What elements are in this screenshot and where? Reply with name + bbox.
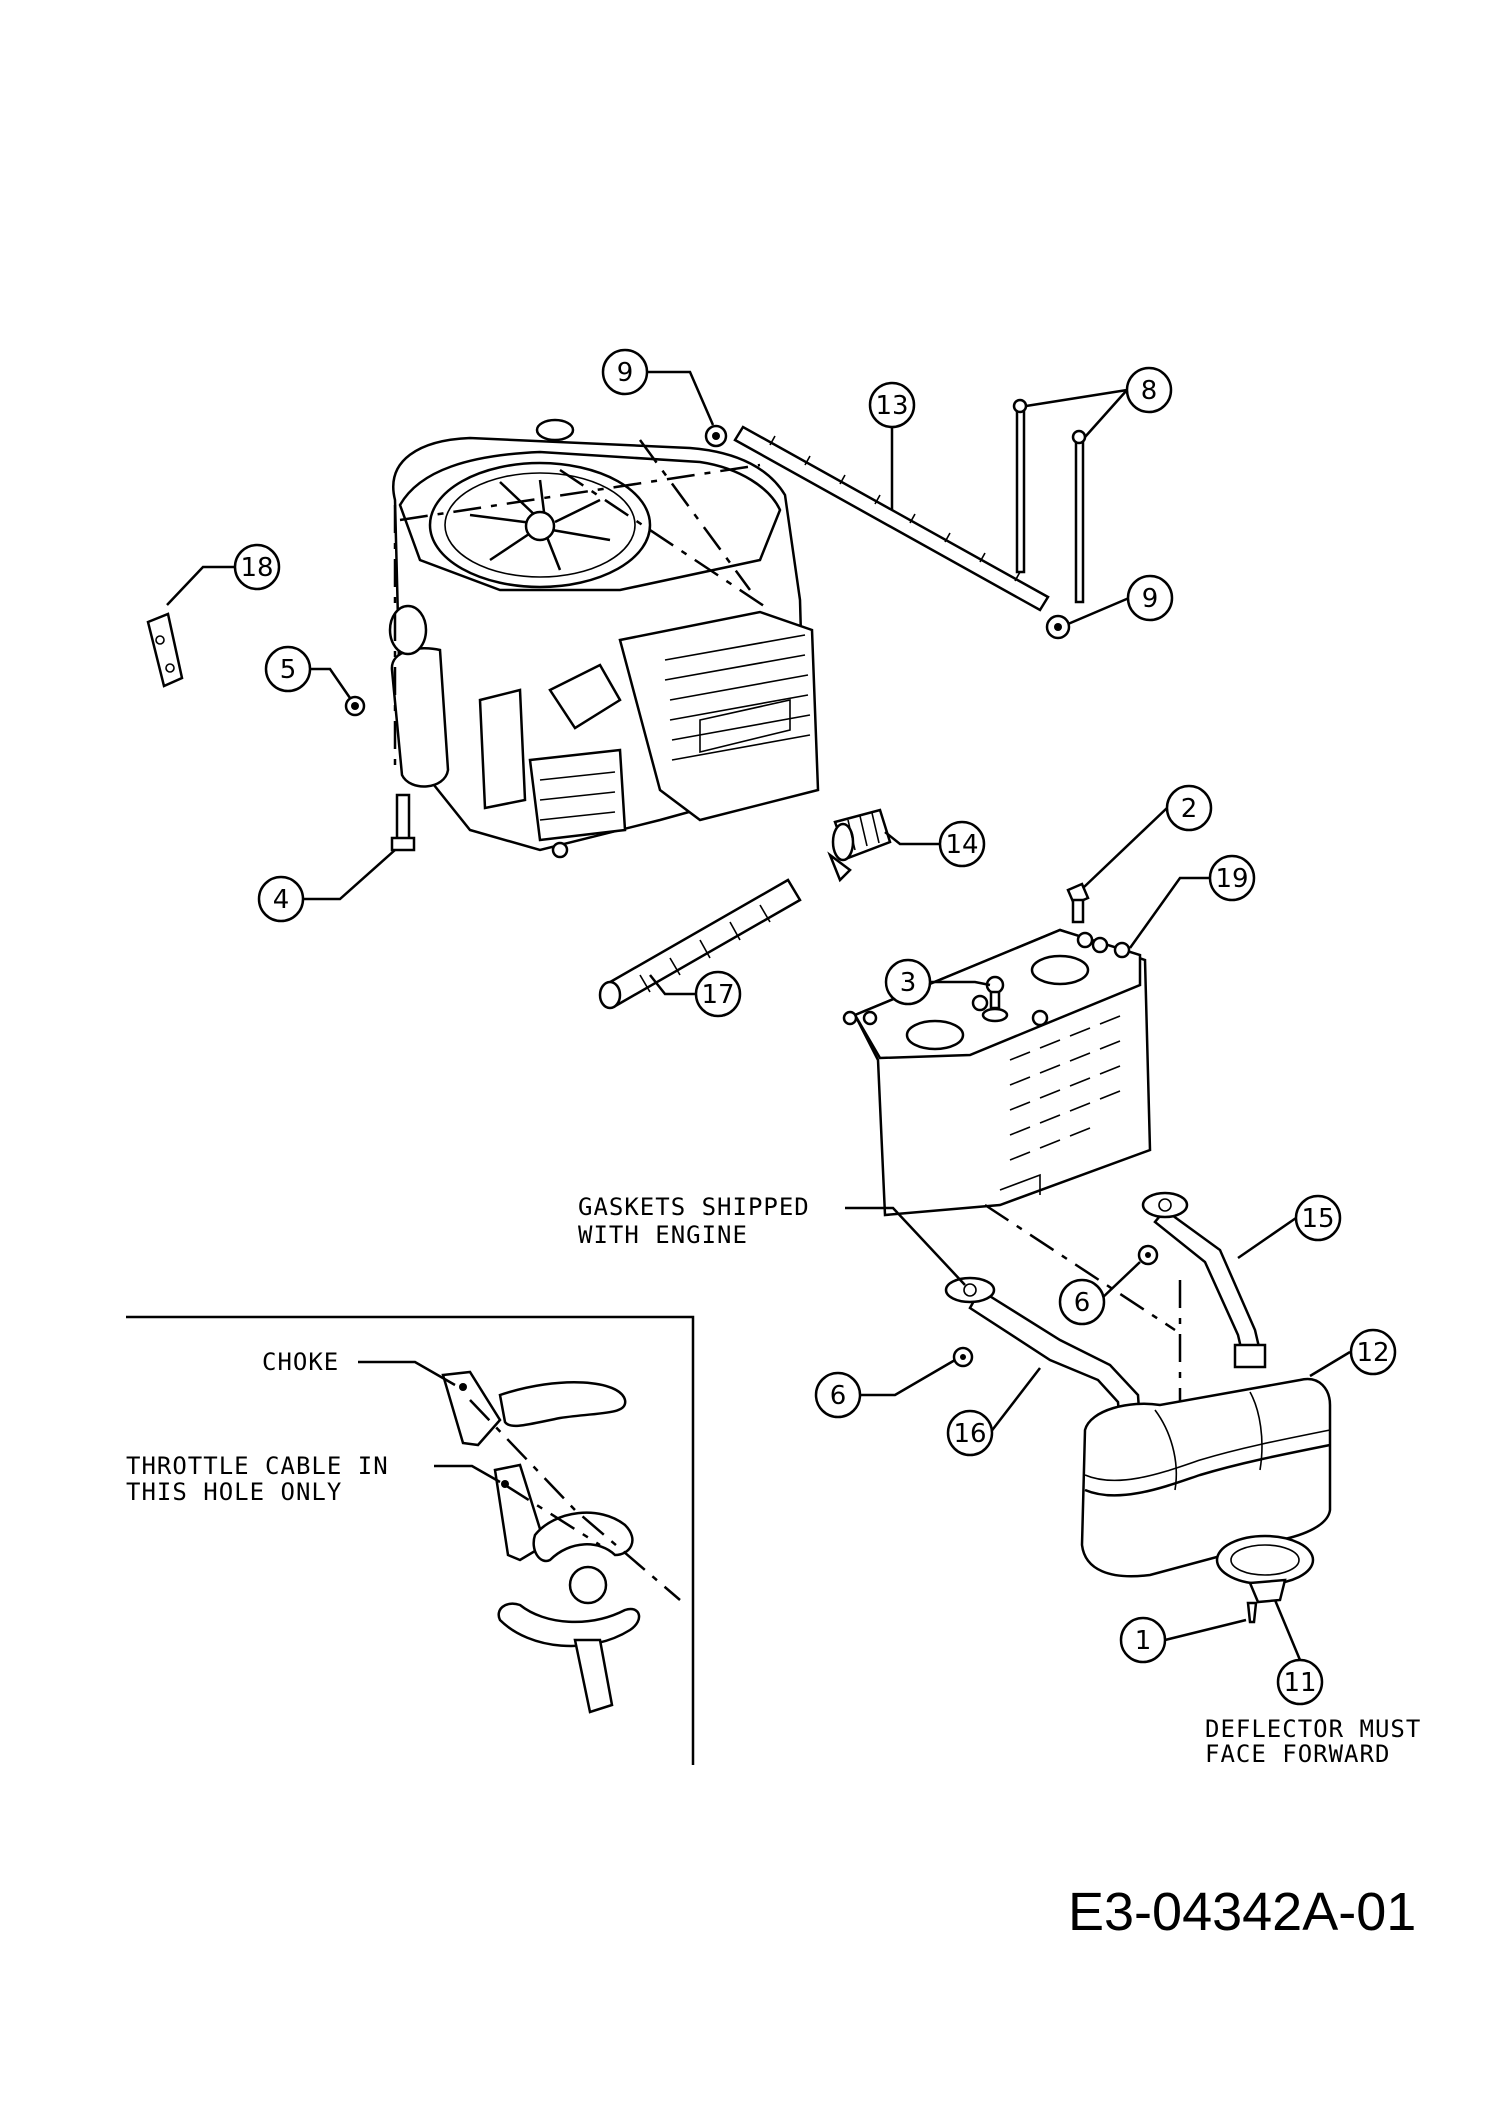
part-4-bolt bbox=[390, 793, 416, 852]
engine-illustration bbox=[388, 418, 820, 859]
part-9-nut-bottom bbox=[1045, 614, 1071, 640]
callout-9-bottom: 9 bbox=[1126, 574, 1174, 622]
drawing-number: E3-04342A-01 bbox=[1068, 1882, 1416, 1942]
part-8-studs bbox=[1012, 398, 1087, 604]
callout-18-label: 18 bbox=[240, 553, 273, 583]
callout-6-upper-label: 6 bbox=[1074, 1288, 1091, 1318]
callout-8: 8 bbox=[1125, 366, 1173, 414]
callout-13: 13 bbox=[868, 381, 916, 429]
throttle-note-line1: THROTTLE CABLE IN bbox=[126, 1452, 389, 1480]
choke-leader bbox=[358, 1360, 456, 1387]
part-2-bolt bbox=[1066, 882, 1090, 924]
alignment-line bbox=[984, 1203, 1176, 1332]
callout-3-label: 3 bbox=[900, 968, 917, 998]
callout-6-upper: 6 bbox=[1058, 1278, 1106, 1326]
part-13-rod bbox=[733, 425, 1050, 612]
inset-border bbox=[126, 1315, 695, 1765]
throttle-disk-hole bbox=[568, 1565, 608, 1605]
callout-12-label: 12 bbox=[1356, 1338, 1389, 1368]
callout-13-label: 13 bbox=[875, 391, 908, 421]
callout-15: 15 bbox=[1294, 1194, 1342, 1242]
callout-11: 11 bbox=[1276, 1658, 1324, 1706]
throttle-note-line2: THIS HOLE ONLY bbox=[126, 1478, 342, 1506]
callout-19: 19 bbox=[1208, 854, 1256, 902]
callout-15-label: 15 bbox=[1301, 1204, 1334, 1234]
callout-1-label: 1 bbox=[1135, 1626, 1152, 1656]
deflector-note-line2: FACE FORWARD bbox=[1205, 1740, 1390, 1768]
choke-lever bbox=[441, 1370, 502, 1447]
throttle-leader bbox=[434, 1464, 501, 1484]
part-14-clamp bbox=[827, 808, 892, 883]
callout-16: 16 bbox=[946, 1409, 994, 1457]
callout-6-lower: 6 bbox=[814, 1371, 862, 1419]
choke-label: CHOKE bbox=[262, 1348, 339, 1376]
callout-2: 2 bbox=[1165, 784, 1213, 832]
callout-1: 1 bbox=[1119, 1616, 1167, 1664]
part-18-bracket bbox=[146, 612, 184, 688]
callout-4: 4 bbox=[257, 875, 305, 923]
callout-9-top: 9 bbox=[601, 348, 649, 396]
callout-12: 12 bbox=[1349, 1328, 1397, 1376]
part-12-muffler bbox=[1080, 1377, 1332, 1578]
callout-leaders bbox=[166, 370, 1351, 1661]
callout-2-label: 2 bbox=[1181, 794, 1198, 824]
part-9-nut-top bbox=[704, 424, 728, 448]
callout-9-bottom-label: 9 bbox=[1142, 584, 1159, 614]
part-15-exhaust-pipe bbox=[1141, 1191, 1267, 1369]
deflector-note-line1: DEFLECTOR MUST bbox=[1205, 1715, 1421, 1743]
callout-19-label: 19 bbox=[1215, 864, 1248, 894]
throttle-lever bbox=[493, 1463, 547, 1562]
part-11-deflector bbox=[1215, 1534, 1315, 1604]
part-3-bolt bbox=[981, 975, 1009, 1023]
part-17-sleeve bbox=[598, 878, 802, 1010]
part-6-nut-upper bbox=[1137, 1244, 1159, 1266]
part-5-nut bbox=[344, 695, 366, 717]
callout-6-lower-label: 6 bbox=[830, 1381, 847, 1411]
callout-17: 17 bbox=[694, 970, 742, 1018]
callout-11-label: 11 bbox=[1283, 1668, 1316, 1698]
throttle-inset: CHOKE THROTTLE CABLE IN THIS HOLE ONLY bbox=[126, 1315, 695, 1765]
gaskets-note-line1: GASKETS SHIPPED bbox=[578, 1193, 810, 1221]
callout-8-label: 8 bbox=[1141, 376, 1158, 406]
callout-9-top-label: 9 bbox=[617, 358, 634, 388]
part-6-nut-lower bbox=[952, 1346, 974, 1368]
gaskets-note-line2: WITH ENGINE bbox=[578, 1221, 748, 1249]
callout-17-label: 17 bbox=[701, 980, 734, 1010]
callout-4-label: 4 bbox=[273, 885, 290, 915]
callout-18: 18 bbox=[233, 543, 281, 591]
callout-5-label: 5 bbox=[280, 655, 297, 685]
callout-5: 5 bbox=[264, 645, 312, 693]
callout-3: 3 bbox=[884, 958, 932, 1006]
callout-14: 14 bbox=[938, 820, 986, 868]
callout-16-label: 16 bbox=[953, 1419, 986, 1449]
callout-14-label: 14 bbox=[945, 830, 978, 860]
part-1-screw bbox=[1246, 1601, 1258, 1624]
